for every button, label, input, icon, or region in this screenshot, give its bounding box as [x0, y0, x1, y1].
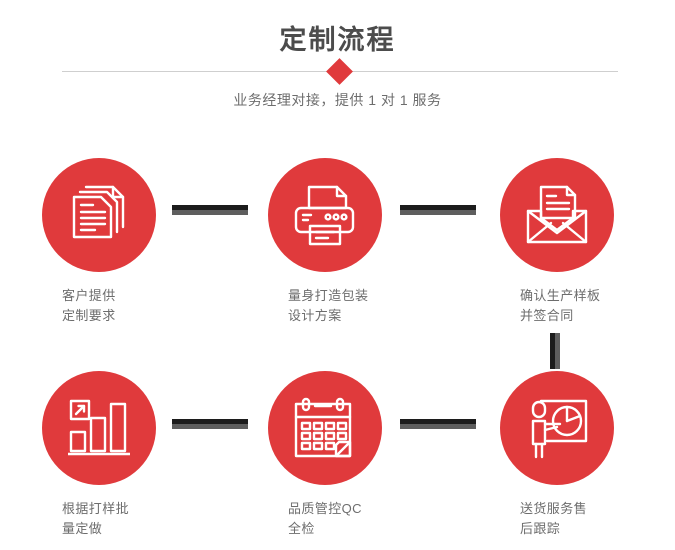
connector-step1-step2	[172, 205, 248, 215]
connector-gray-band	[172, 424, 248, 429]
process-step-2[interactable]: 量身打造包装 设计方案	[268, 158, 448, 326]
step-6-circle[interactable]	[500, 371, 614, 485]
connector-step4-step5	[172, 419, 248, 429]
connector-gray-band	[555, 333, 560, 369]
connector-step2-step3	[400, 205, 476, 215]
step-5-circle[interactable]	[268, 371, 382, 485]
page-title: 定制流程	[279, 25, 396, 55]
title-divider	[62, 58, 618, 85]
step-4-label: 根据打样批 量定做	[62, 501, 130, 536]
step-5-label: 品质管控QC 全检	[288, 501, 362, 536]
process-step-1[interactable]: 客户提供 定制要求	[42, 158, 222, 326]
step-4-circle[interactable]	[42, 371, 156, 485]
process-step-6[interactable]: 送货服务售 后跟踪	[500, 371, 675, 539]
process-step-5[interactable]: 品质管控QC 全检	[268, 371, 448, 539]
connector-dark-band	[550, 333, 555, 369]
step-1-label: 客户提供 定制要求	[62, 288, 116, 323]
connector-dark-band	[400, 205, 476, 210]
step-2-label: 量身打造包装 设计方案	[288, 288, 369, 323]
connector-dark-band	[172, 419, 248, 424]
connector-dark-band	[172, 205, 248, 210]
step-1-circle[interactable]	[42, 158, 156, 272]
connector-step5-step6	[400, 419, 476, 429]
connector-step3-step6	[550, 333, 560, 369]
process-step-4[interactable]: 根据打样批 量定做	[42, 371, 222, 539]
connector-gray-band	[400, 210, 476, 215]
connector-dark-band	[400, 419, 476, 424]
diamond-marker-icon	[326, 58, 353, 85]
header-section: 定制流程 业务经理对接，提供 1 对 1 服务	[0, 0, 675, 130]
step-2-circle[interactable]	[268, 158, 382, 272]
connector-gray-band	[400, 424, 476, 429]
step-3-label: 确认生产样板 并签合同	[520, 288, 601, 323]
step-3-circle[interactable]	[500, 158, 614, 272]
step-6-label: 送货服务售 后跟踪	[520, 501, 588, 536]
process-step-3[interactable]: 确认生产样板 并签合同	[500, 158, 675, 326]
page-subtitle: 业务经理对接，提供 1 对 1 服务	[233, 92, 442, 108]
connector-gray-band	[172, 210, 248, 215]
